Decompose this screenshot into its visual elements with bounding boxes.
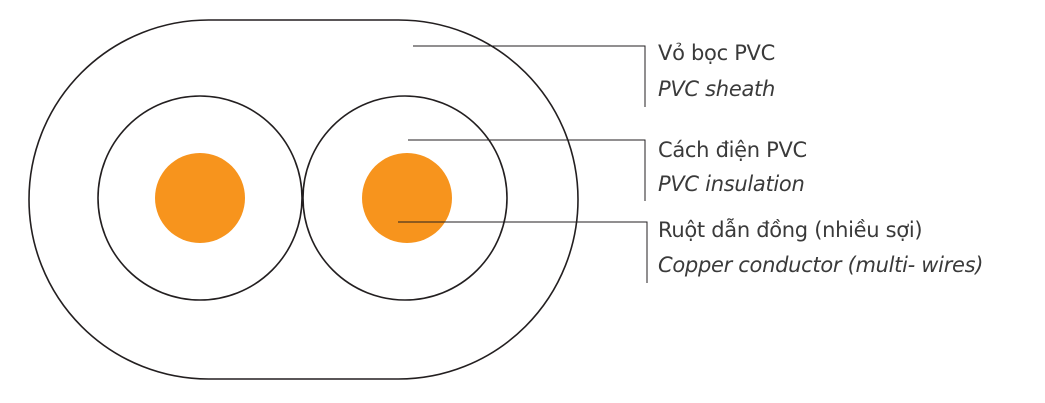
conductor-label-vi: Ruột dẫn đồng (nhiều sợi)	[658, 218, 923, 242]
conductor-label-en: Copper conductor (multi- wires)	[658, 253, 984, 277]
leader-line-insulation	[408, 139, 646, 201]
insulation-label-vi: Cách điện PVC	[658, 138, 807, 162]
sheath-label-vi: Vỏ bọc PVC	[658, 41, 775, 65]
leader-line-conductor	[398, 221, 648, 283]
leader-line-sheath	[413, 45, 646, 107]
conductor-left	[155, 153, 245, 243]
conductor-right	[362, 153, 452, 243]
sheath-label-en: PVC sheath	[658, 77, 775, 101]
insulation-label-en: PVC insulation	[658, 172, 805, 196]
